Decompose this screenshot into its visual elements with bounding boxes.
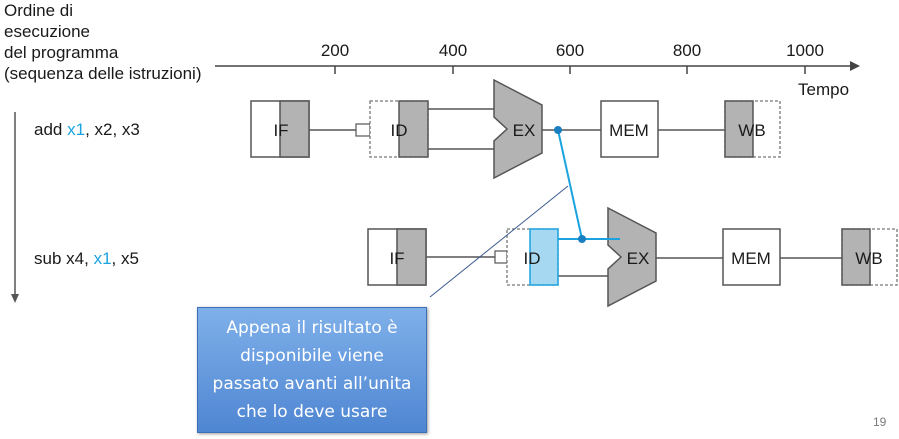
operands: , x5 (111, 249, 139, 268)
instruction-sub: sub x4, x1, x5 (34, 249, 139, 269)
stage-if-shade (396, 228, 427, 286)
callout-pointer (429, 185, 569, 298)
tick-label-200: 200 (321, 41, 349, 60)
stage-ex-alu (607, 206, 657, 308)
execution-order-label: Ordine di esecuzione del programma (sequ… (4, 0, 202, 84)
order-label-line: del programma (4, 43, 119, 62)
stage-if-label: IF (389, 249, 404, 268)
tick-label-600: 600 (556, 41, 584, 60)
stage-mem-box (722, 228, 781, 286)
register-src: x1 (93, 249, 112, 268)
forward-dest-dot (578, 235, 586, 243)
stage-mem-label: MEM (731, 249, 771, 268)
order-label-line: esecuzione (4, 22, 91, 41)
stage-wb-label: WB (855, 249, 882, 268)
stage-ex-label: EX (513, 121, 536, 140)
callout-line: che lo deve usare (236, 402, 388, 422)
stage-if-shade (279, 100, 310, 158)
callout-line: passato avanti all’unita (212, 374, 412, 394)
register-dest: x1 (67, 120, 86, 139)
stage-mem-label: MEM (609, 121, 649, 140)
explanation-callout: Appena il risultato è disponibile viene … (197, 307, 427, 433)
callout-line: Appena il risultato è (226, 318, 398, 338)
forwarding-path (554, 126, 620, 243)
stage-if-label: IF (273, 121, 288, 140)
stage-wb-shade (724, 100, 754, 158)
opcode: sub (34, 249, 62, 268)
stage-id-label: ID (391, 121, 408, 140)
stage-id-shade-highlight (529, 228, 559, 286)
stage-wb-shade (841, 228, 871, 286)
stage-id-shade (398, 100, 429, 158)
pipeline-row-add: IF ID EX MEM WB (250, 78, 781, 180)
instruction-add: add x1, x2, x3 (34, 120, 140, 140)
order-label-line: (sequenza delle istruzioni) (4, 64, 202, 83)
forward-source-dot (554, 126, 562, 134)
register-latch (355, 123, 371, 137)
callout-line: disponibile viene (240, 346, 384, 366)
stage-id-label: ID (524, 249, 541, 268)
tick-label-800: 800 (673, 41, 701, 60)
stage-wb-label: WB (738, 121, 765, 140)
stage-ex-alu (493, 78, 543, 180)
page-number: 19 (873, 415, 887, 429)
operands: x4, (66, 249, 94, 268)
time-axis-label: Tempo (798, 80, 850, 99)
tick-label-400: 400 (439, 41, 467, 60)
operands: , x2, x3 (85, 120, 140, 139)
stage-ex-label: EX (627, 249, 650, 268)
time-axis-arrowhead (850, 61, 860, 71)
order-arrowhead (11, 294, 19, 303)
tick-label-1000: 1000 (786, 41, 824, 60)
pipeline-row-sub: IF ID EX MEM WB (367, 206, 898, 308)
order-label-line: Ordine di (4, 1, 73, 20)
opcode: add (34, 120, 63, 139)
stage-mem-box (600, 100, 659, 158)
register-latch (494, 250, 508, 264)
